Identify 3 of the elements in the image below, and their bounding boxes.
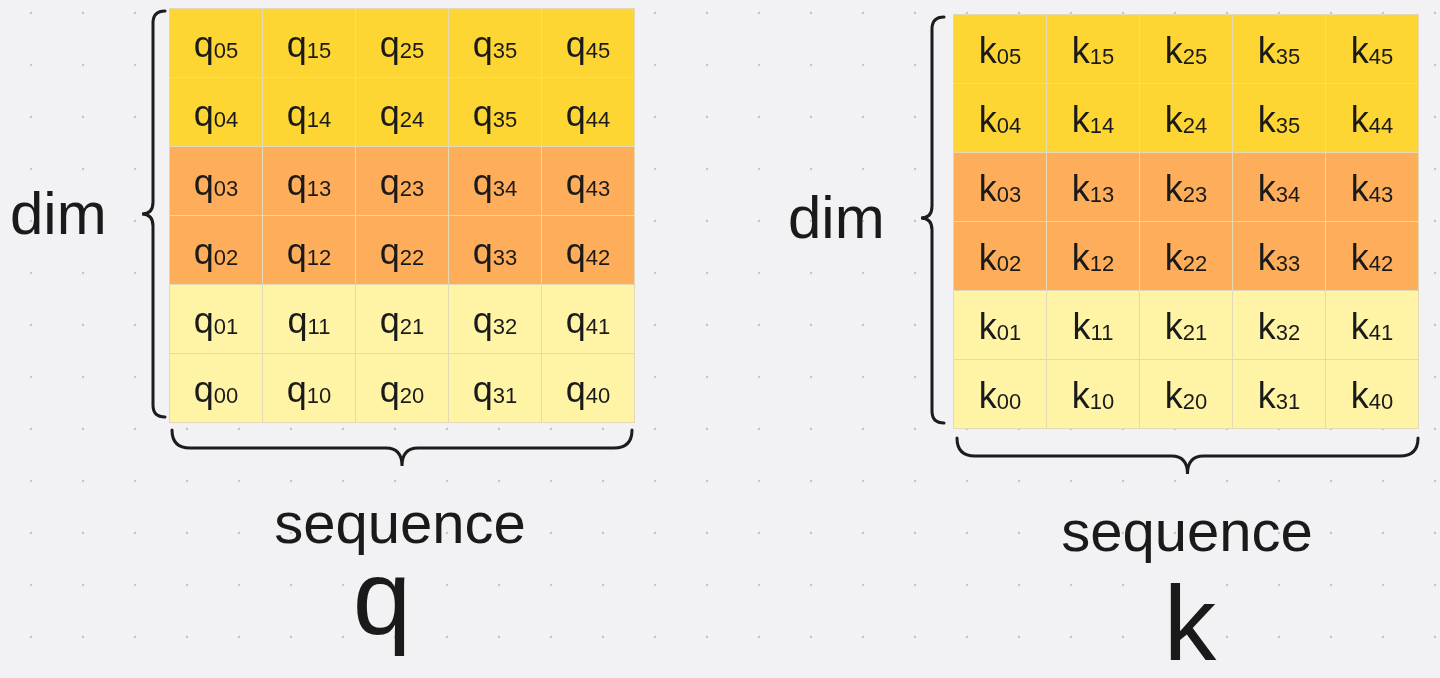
axis-label: dim — [788, 188, 885, 248]
axis-label: dim — [10, 184, 107, 244]
matrix-name: k — [1163, 579, 1217, 669]
